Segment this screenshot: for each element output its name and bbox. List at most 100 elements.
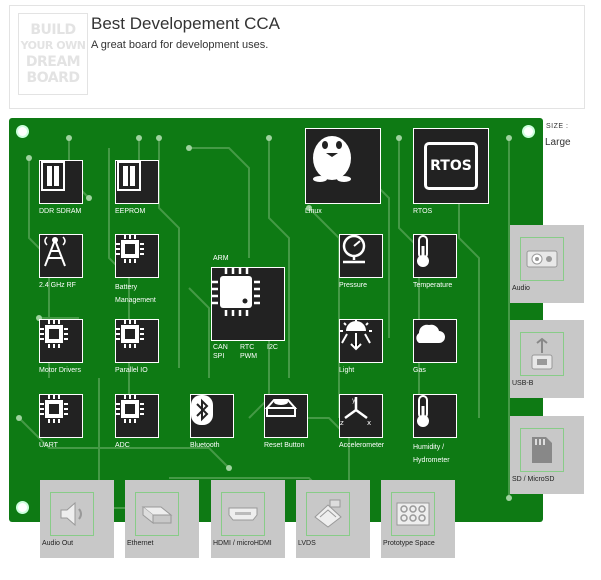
component-label: EEPROM [115, 208, 146, 215]
component-label: Battery Management [115, 284, 156, 304]
component-eeprom[interactable]: EEPROM [115, 160, 159, 217]
arm-bus-pwm: PWM [240, 353, 258, 360]
thermometer-icon [413, 234, 457, 278]
arm-bus-can: CAN [213, 344, 228, 351]
axes-icon: y z x [339, 394, 383, 438]
module-usb-b[interactable]: USB-B [510, 320, 584, 398]
module-hdmi[interactable]: HDMI / microHDMI [211, 480, 285, 558]
module-prototype-space[interactable]: Prototype Space [381, 480, 455, 558]
cloud-icon [413, 319, 457, 363]
module-sd[interactable]: SD / MicroSD [510, 416, 584, 494]
component-label: RTOS [413, 208, 433, 215]
thermometer-icon [413, 394, 457, 438]
component-rtos[interactable]: RTOS RTOS [413, 128, 489, 217]
module-label: Audio [512, 285, 530, 292]
module-label: USB-B [512, 380, 534, 387]
component-label: Gas [413, 367, 426, 374]
mount-hole [522, 125, 535, 138]
svg-text:z: z [340, 419, 344, 426]
antenna-icon [39, 234, 83, 278]
logo-line: YOUR OWN [20, 39, 86, 52]
memory-icon [115, 160, 159, 204]
module-label: Prototype Space [383, 540, 435, 547]
component-arm-processor[interactable] [211, 267, 285, 341]
pcb-board: DDR SDRAM EEPROM 2.4 GHz RF Battery Mana… [9, 118, 543, 522]
component-label: Pressure [339, 282, 368, 289]
logo-line: BUILD [30, 22, 76, 38]
component-adc[interactable]: ADC [115, 394, 159, 451]
arm-label: ARM [213, 255, 229, 262]
usb-icon [520, 332, 564, 376]
component-battery[interactable]: Battery Management [115, 234, 175, 307]
module-lvds[interactable]: LVDS [296, 480, 370, 558]
size-value[interactable]: Large [545, 137, 571, 148]
arm-bus-i2c: I2C [267, 344, 278, 351]
component-pressure[interactable]: Pressure [339, 234, 383, 291]
module-label: SD / MicroSD [512, 476, 555, 483]
mount-hole [16, 501, 29, 514]
module-label: Audio Out [42, 540, 74, 547]
memory-icon [39, 160, 83, 204]
component-rf[interactable]: 2.4 GHz RF [39, 234, 83, 291]
component-label: 2.4 GHz RF [39, 282, 76, 289]
component-label: Bluetooth [190, 442, 220, 449]
component-parallel-io[interactable]: Parallel IO [115, 319, 159, 376]
component-motor-drivers[interactable]: Motor Drivers [39, 319, 83, 376]
component-label: DDR SDRAM [39, 208, 82, 215]
module-audio-out[interactable]: Audio Out [40, 480, 114, 558]
grid-icon [391, 492, 435, 536]
component-label: Light [339, 367, 355, 374]
component-gas[interactable]: Gas [413, 319, 457, 376]
rtos-icon-text: RTOS [424, 142, 478, 190]
module-ethernet[interactable]: Ethernet [125, 480, 199, 558]
module-audio[interactable]: Audio [510, 225, 584, 303]
chip-icon [39, 394, 83, 438]
chip-icon [115, 234, 159, 278]
component-label: Linux [305, 208, 322, 215]
page-subtitle: A great board for development uses. [91, 39, 269, 51]
processor-icon [211, 267, 285, 341]
sd-card-icon [520, 428, 564, 472]
logo-line: BOARD [26, 70, 80, 86]
button-icon [264, 394, 308, 438]
chip-icon [39, 319, 83, 363]
logo: BUILD YOUR OWN DREAM BOARD [18, 13, 88, 95]
module-label: LVDS [298, 540, 316, 547]
rtos-icon: RTOS [413, 128, 489, 204]
header: BUILD YOUR OWN DREAM BOARD Best Develope… [9, 5, 585, 109]
component-bluetooth[interactable]: Bluetooth [190, 394, 234, 451]
chip-icon [115, 319, 159, 363]
hdmi-icon [221, 492, 265, 536]
svg-text:y: y [352, 397, 356, 404]
component-label: Humidity / Hydrometer [413, 444, 450, 464]
component-uart[interactable]: UART [39, 394, 83, 451]
size-label: SIZE : [546, 123, 569, 130]
component-label: Accelerometer [339, 442, 385, 449]
component-label: UART [39, 442, 58, 449]
logo-line: DREAM [25, 54, 81, 70]
speaker-icon [520, 237, 564, 281]
penguin-icon [305, 128, 381, 204]
component-label: ADC [115, 442, 130, 449]
component-temperature[interactable]: Temperature [413, 234, 457, 291]
component-ddr-sdram[interactable]: DDR SDRAM [39, 160, 83, 217]
mount-hole [16, 125, 29, 138]
module-label: Ethernet [127, 540, 154, 547]
arm-bus-rtc: RTC [240, 344, 255, 351]
ethernet-icon [135, 492, 179, 536]
component-light[interactable]: Light [339, 319, 383, 376]
component-reset-button[interactable]: Reset Button [264, 394, 308, 451]
svg-text:x: x [367, 419, 371, 426]
component-linux[interactable]: Linux [305, 128, 381, 217]
arm-bus-spi: SPI [213, 353, 225, 360]
bluetooth-icon [190, 394, 234, 438]
component-humidity[interactable]: Humidity / Hydrometer [413, 394, 473, 467]
component-label: Temperature [413, 282, 453, 289]
module-label: HDMI / microHDMI [213, 540, 272, 547]
speaker-icon [50, 492, 94, 536]
lvds-icon [306, 492, 350, 536]
component-label: Parallel IO [115, 367, 148, 374]
light-icon [339, 319, 383, 363]
component-accelerometer[interactable]: y z x Accelerometer [339, 394, 384, 451]
component-label: Motor Drivers [39, 367, 82, 374]
